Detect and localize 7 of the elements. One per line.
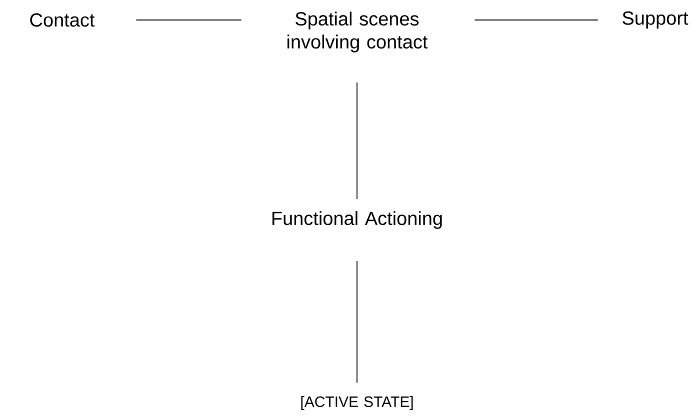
text-label: Support	[622, 11, 688, 29]
connector-line	[356, 260, 358, 384]
text-label: Functional Actioning	[272, 211, 442, 229]
connector-line	[356, 82, 358, 200]
text-label: Spatial scenes involving contact	[288, 12, 428, 52]
text-label: [ACTIVE STATE]	[301, 396, 413, 410]
text-label: Contact	[30, 13, 95, 27]
